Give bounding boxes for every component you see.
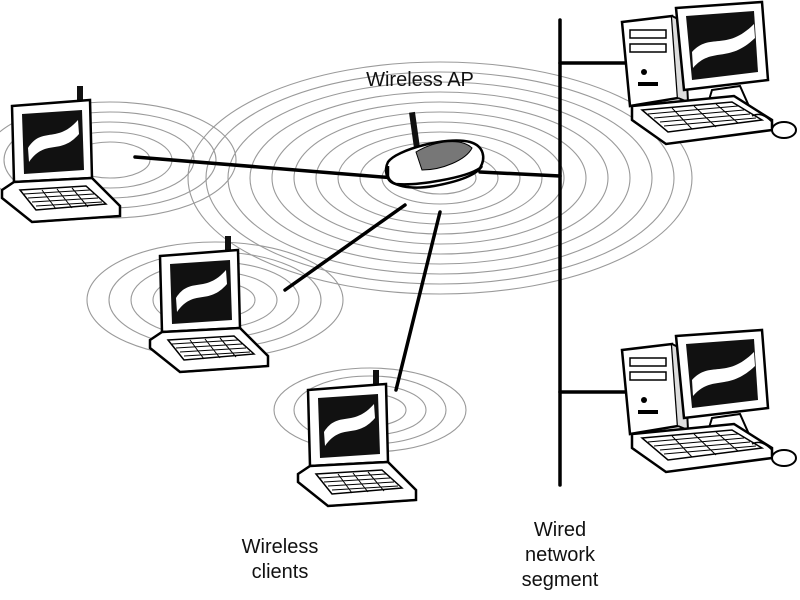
access-point-signal-rings: [187, 61, 693, 295]
laptop-icon: [0, 84, 122, 224]
wired-label-line: segment: [521, 569, 599, 591]
clients-label-line: Wireless: [241, 536, 319, 558]
link-ap-backbone: [478, 170, 562, 178]
wireless-clients-label: Wireless clients: [205, 535, 355, 585]
link-ap-laptop-3: [394, 210, 442, 392]
wired-label-line: Wired: [533, 519, 587, 541]
desktop-computer-icon: [620, 0, 798, 146]
connections: [133, 18, 627, 487]
access-point-label: Wireless AP: [366, 69, 474, 91]
laptop-icon: [148, 234, 270, 374]
wired-segment-label: Wired network segment: [480, 518, 640, 593]
link-ap-laptop-1: [133, 155, 397, 180]
clients-label-line: clients: [251, 561, 309, 583]
desktop-computer-icon: [620, 328, 798, 474]
link-ap-laptop-2: [283, 203, 407, 292]
wired-label-line: network: [524, 544, 596, 566]
laptop-icon: [296, 368, 418, 508]
